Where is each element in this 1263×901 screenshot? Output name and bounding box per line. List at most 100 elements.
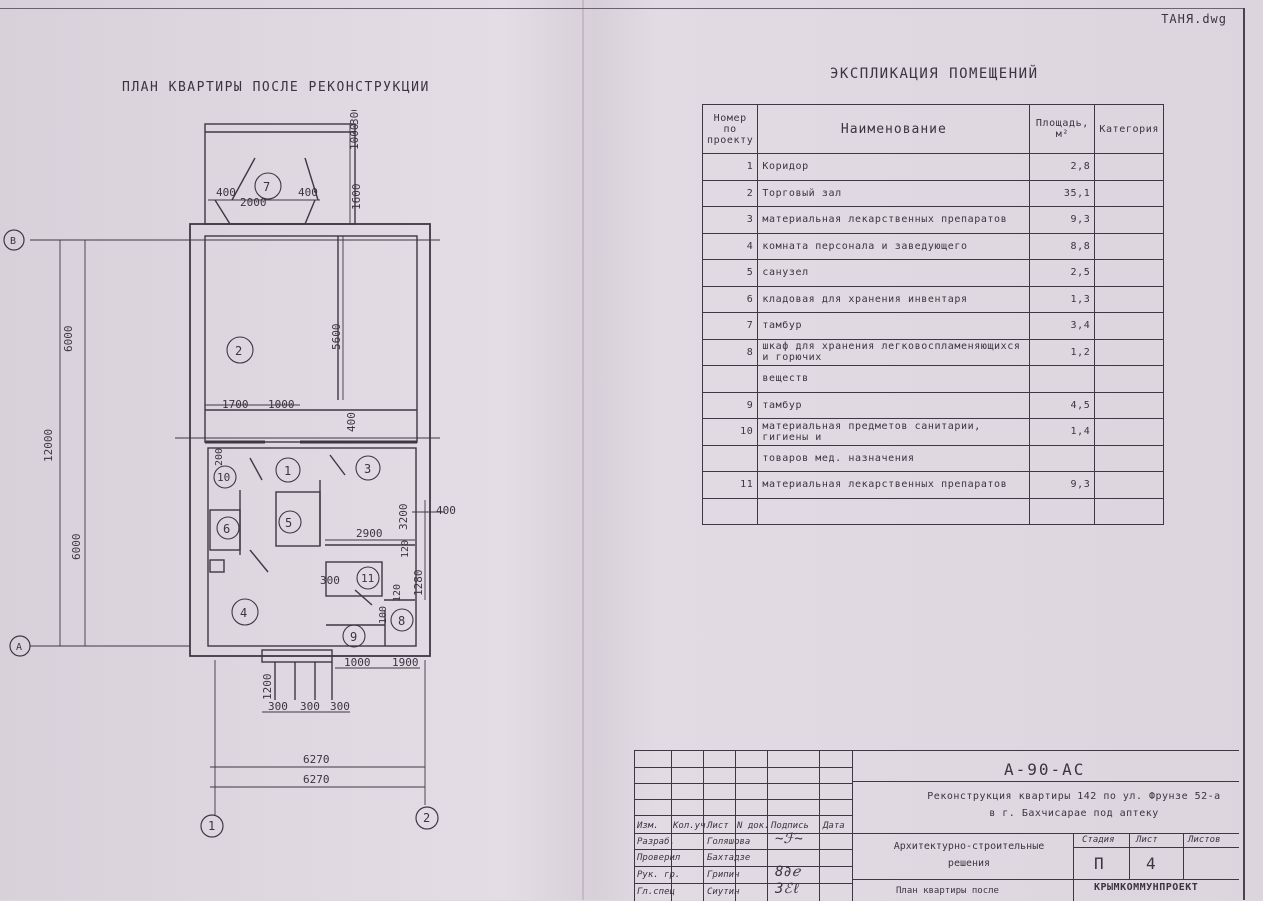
cell-name: тамбур [757, 391, 1031, 419]
signature-4: 3ℰℓ [775, 881, 801, 897]
explication-row [701, 497, 1164, 525]
cell-area: 35,1 [1029, 179, 1096, 207]
dim-1280: 1280 [412, 570, 425, 597]
dim-1700: 1700 [222, 398, 249, 411]
dim-100: 100 [378, 606, 389, 624]
dim-1000-bottom: 1000 [344, 656, 371, 669]
frame-right [1243, 8, 1245, 900]
cell-area: 1,2 [1029, 338, 1096, 366]
room-9-label: 9 [350, 630, 357, 644]
title-block-left-grid: Изм. Кол.уч Лист N док. Подпись Дата Раз… [634, 750, 853, 901]
cell-area: 4,5 [1029, 391, 1096, 419]
cell-area [1029, 444, 1096, 472]
signature-1: ~ℱ~ [775, 831, 803, 847]
dim-2000: 2000 [240, 196, 267, 209]
explication-title: ЭКСПЛИКАЦИЯ ПОМЕЩЕНИЙ [830, 66, 1039, 82]
cell-cat [1094, 365, 1164, 393]
dim-6270-a: 6270 [303, 753, 330, 766]
organization: КРЫМКОММУНПРОЕКТ [1094, 882, 1199, 893]
cell-num: 7 [701, 312, 759, 340]
cell-num: 10 [701, 418, 759, 446]
stage-header: Стадия [1082, 835, 1115, 845]
axis-a-label: А [16, 642, 22, 653]
section-name: Архитектурно-строительные решения [879, 838, 1059, 872]
person-3: Грипич [707, 870, 740, 880]
cell-num: 6 [701, 285, 759, 313]
person-4: Сиутин [707, 887, 740, 897]
dim-6270-b: 6270 [303, 773, 330, 786]
cell-name: материальная предметов санитарии, гигиен… [757, 418, 1031, 446]
project-name: Реконструкция квартиры 142 по ул. Фрунзе… [909, 788, 1239, 822]
cell-cat [1094, 444, 1164, 472]
cell-area: 9,3 [1029, 206, 1096, 234]
dim-5600: 5600 [330, 324, 343, 351]
cell-area: 8,8 [1029, 232, 1096, 260]
cell-num: 3 [701, 206, 759, 234]
dim-1900: 1900 [392, 656, 419, 669]
dim-1000-mid: 1000 [268, 398, 295, 411]
cell-cat [1094, 259, 1164, 287]
cell-area: 1,4 [1029, 418, 1096, 446]
dim-400-mid: 400 [345, 412, 358, 432]
cell-cat [1094, 391, 1164, 419]
dim-400-side: 400 [436, 504, 456, 517]
cell-name: товаров мед. назначения [757, 444, 1031, 472]
cell-cat [1094, 497, 1164, 525]
cell-name: Коридор [757, 153, 1031, 181]
dim-300-2: 300 [300, 700, 320, 713]
explication-row: товаров мед. назначения [701, 444, 1164, 472]
explication-table: Номер по проекту Наименование Площадь, м… [701, 104, 1164, 525]
dim-120-b: 120 [392, 584, 403, 602]
section-line-2: решения [947, 858, 991, 869]
role-2: Проверил [637, 853, 681, 863]
dim-1200: 1200 [261, 674, 274, 701]
room-7-label: 7 [263, 180, 270, 194]
room-10-label: 10 [217, 471, 230, 484]
outer-wall [189, 223, 431, 657]
person-1: Голяшова [707, 837, 751, 847]
cell-name: шкаф для хранения легковоспламеняющихся … [757, 338, 1031, 366]
room-8-label: 8 [398, 614, 405, 628]
cell-name: материальная лекарственных препаратов [757, 471, 1031, 499]
dim-400-right: 400 [298, 186, 318, 199]
explication-row: веществ [701, 365, 1164, 393]
cell-cat [1094, 338, 1164, 366]
cell-num: 5 [701, 259, 759, 287]
plan-title: ПЛАН КВАРТИРЫ ПОСЛЕ РЕКОНСТРУКЦИИ [122, 80, 430, 95]
role-4: Гл.спец [637, 887, 675, 897]
cell-num: 4 [701, 232, 759, 260]
room-11-label: 11 [361, 572, 374, 585]
title-block-right [852, 750, 1239, 901]
dim-300-3: 300 [330, 700, 350, 713]
axis-b-label: В [10, 236, 16, 247]
project-line-2: в г. Бахчисарае под аптеку [989, 808, 1159, 819]
dim-1000: 1000 [348, 124, 361, 151]
project-line-1: Реконструкция квартиры 142 по ул. Фрунзе… [927, 791, 1221, 802]
cell-name: материальная лекарственных препаратов [757, 206, 1031, 234]
dim-300-1: 300 [268, 700, 288, 713]
dim-200: 200 [214, 448, 225, 466]
room-1-label: 1 [284, 464, 291, 478]
cell-name: тамбур [757, 312, 1031, 340]
cell-cat [1094, 312, 1164, 340]
axis-2-bubble [415, 806, 439, 830]
fold-line [582, 0, 584, 900]
cell-name: веществ [757, 365, 1031, 393]
cell-cat [1094, 153, 1164, 181]
col-data: Дата [823, 821, 845, 831]
signature-3: 8∂ℯ [775, 864, 801, 880]
dim-300-mid: 300 [320, 574, 340, 587]
dim-1600: 1600 [350, 184, 363, 211]
cell-cat [1094, 232, 1164, 260]
cell-area: 1,3 [1029, 285, 1096, 313]
dim-12000: 12000 [42, 429, 55, 462]
sheet-value: 4 [1146, 854, 1156, 873]
dim-6000-top: 6000 [62, 326, 75, 353]
